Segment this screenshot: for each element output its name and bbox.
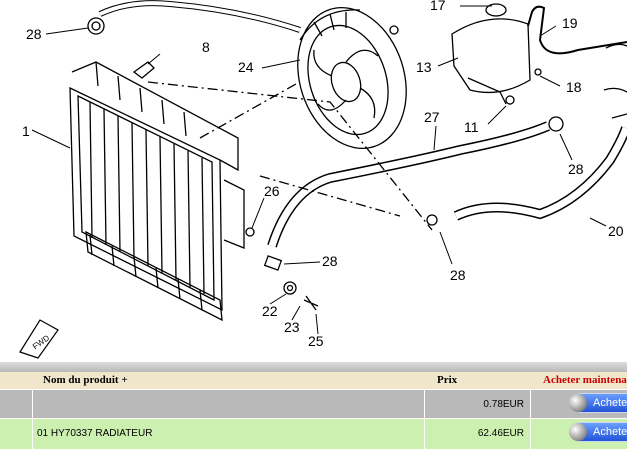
callout-23: 23 xyxy=(284,319,300,335)
fwd-arrow: FWD xyxy=(19,319,59,359)
table-header: Nom du produit + Prix Acheter maintenant xyxy=(0,372,627,389)
buy-cell: Acheter xyxy=(531,390,627,418)
row-index-cell xyxy=(0,419,33,449)
callout-27: 27 xyxy=(424,109,440,125)
header-price: Prix xyxy=(437,374,458,386)
callout-22: 22 xyxy=(262,303,278,319)
row-index-cell xyxy=(0,390,33,418)
callout-1: 1 xyxy=(22,123,30,139)
callout-18: 18 xyxy=(566,79,582,95)
product-name-cell xyxy=(33,390,425,418)
callout-19: 19 xyxy=(562,15,578,31)
radiator xyxy=(69,61,245,322)
callout-25: 25 xyxy=(308,333,324,349)
small-parts xyxy=(87,17,627,311)
callout-13: 13 xyxy=(416,59,432,75)
callout-28-c: 28 xyxy=(322,253,338,269)
callout-24: 24 xyxy=(238,59,254,75)
button-ball-icon xyxy=(569,423,587,441)
divider xyxy=(0,362,627,372)
header-product-name[interactable]: Nom du produit + xyxy=(43,374,128,386)
price-cell: 62.46EUR xyxy=(425,419,531,449)
cooling-fan xyxy=(297,7,407,149)
callout-11: 11 xyxy=(464,119,479,135)
buy-cell: Acheter xyxy=(531,419,627,449)
parts-diagram: FWD 28 8 24 17 19 13 18 1 27 11 28 26 20… xyxy=(19,0,627,359)
callout-28-d: 28 xyxy=(450,267,466,283)
callout-26: 26 xyxy=(264,183,280,199)
price-cell: 0.78EUR xyxy=(425,390,531,418)
coolant-reservoir xyxy=(451,3,627,105)
header-buy-now: Acheter maintenant xyxy=(543,374,627,386)
table-row: 0.78EUR Acheter xyxy=(0,389,627,418)
callout-8: 8 xyxy=(202,39,210,55)
callout-20: 20 xyxy=(608,223,624,239)
coolant-hoses xyxy=(98,0,627,248)
callout-28-b: 28 xyxy=(568,161,584,177)
buy-button[interactable]: Acheter xyxy=(569,422,627,442)
callout-28-a: 28 xyxy=(26,26,42,42)
callout-17: 17 xyxy=(430,0,446,13)
buy-button[interactable]: Acheter xyxy=(569,393,627,413)
table-row: 01 HY70337 RADIATEUR 62.46EUR Acheter xyxy=(0,418,627,449)
button-ball-icon xyxy=(569,394,587,412)
radiator-exploded-view: FWD 28 8 24 17 19 13 18 1 27 11 28 26 20… xyxy=(19,0,627,359)
product-name-cell: 01 HY70337 RADIATEUR xyxy=(33,419,425,449)
parts-table: Nom du produit + Prix Acheter maintenant… xyxy=(0,372,627,449)
